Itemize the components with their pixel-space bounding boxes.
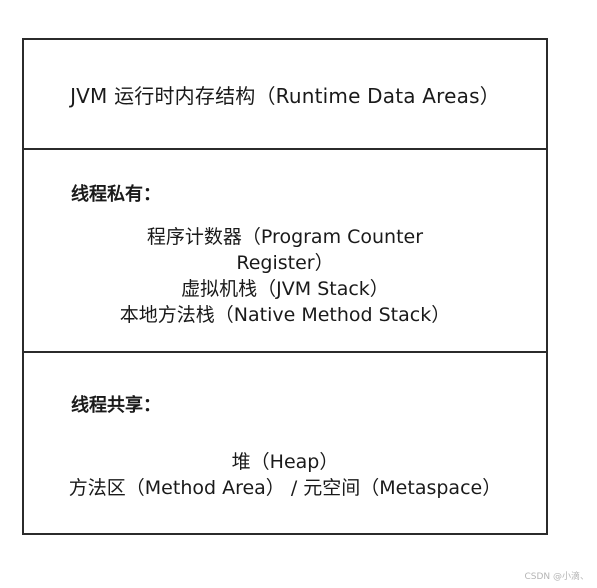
program-counter-register-item: 程序计数器（Program Counter Register） bbox=[146, 226, 424, 274]
diagram-title: JVM 运行时内存结构（Runtime Data Areas） bbox=[70, 83, 500, 108]
thread-shared-box: 线程共享： 堆（Heap） 方法区（Method Area） / 元空间（Met… bbox=[22, 351, 548, 535]
thread-shared-list: 堆（Heap） 方法区（Method Area） / 元空间（Metaspace… bbox=[24, 449, 546, 501]
csdn-watermark: CSDN @小滴、 bbox=[524, 572, 589, 582]
thread-private-box: 线程私有： 程序计数器（Program Counter Register） 虚拟… bbox=[22, 148, 548, 353]
thread-shared-heading: 线程共享： bbox=[71, 395, 161, 416]
jvm-stack-item: 虚拟机栈（JVM Stack） bbox=[181, 278, 389, 300]
thread-private-list: 程序计数器（Program Counter Register） 虚拟机栈（JVM… bbox=[24, 224, 546, 328]
heap-item: 堆（Heap） bbox=[231, 451, 339, 473]
thread-private-heading: 线程私有： bbox=[71, 184, 161, 205]
runtime-data-areas-header-box: JVM 运行时内存结构（Runtime Data Areas） bbox=[22, 38, 548, 150]
method-area-metaspace-item: 方法区（Method Area） / 元空间（Metaspace） bbox=[68, 477, 502, 499]
native-method-stack-item: 本地方法栈（Native Method Stack） bbox=[119, 304, 451, 326]
